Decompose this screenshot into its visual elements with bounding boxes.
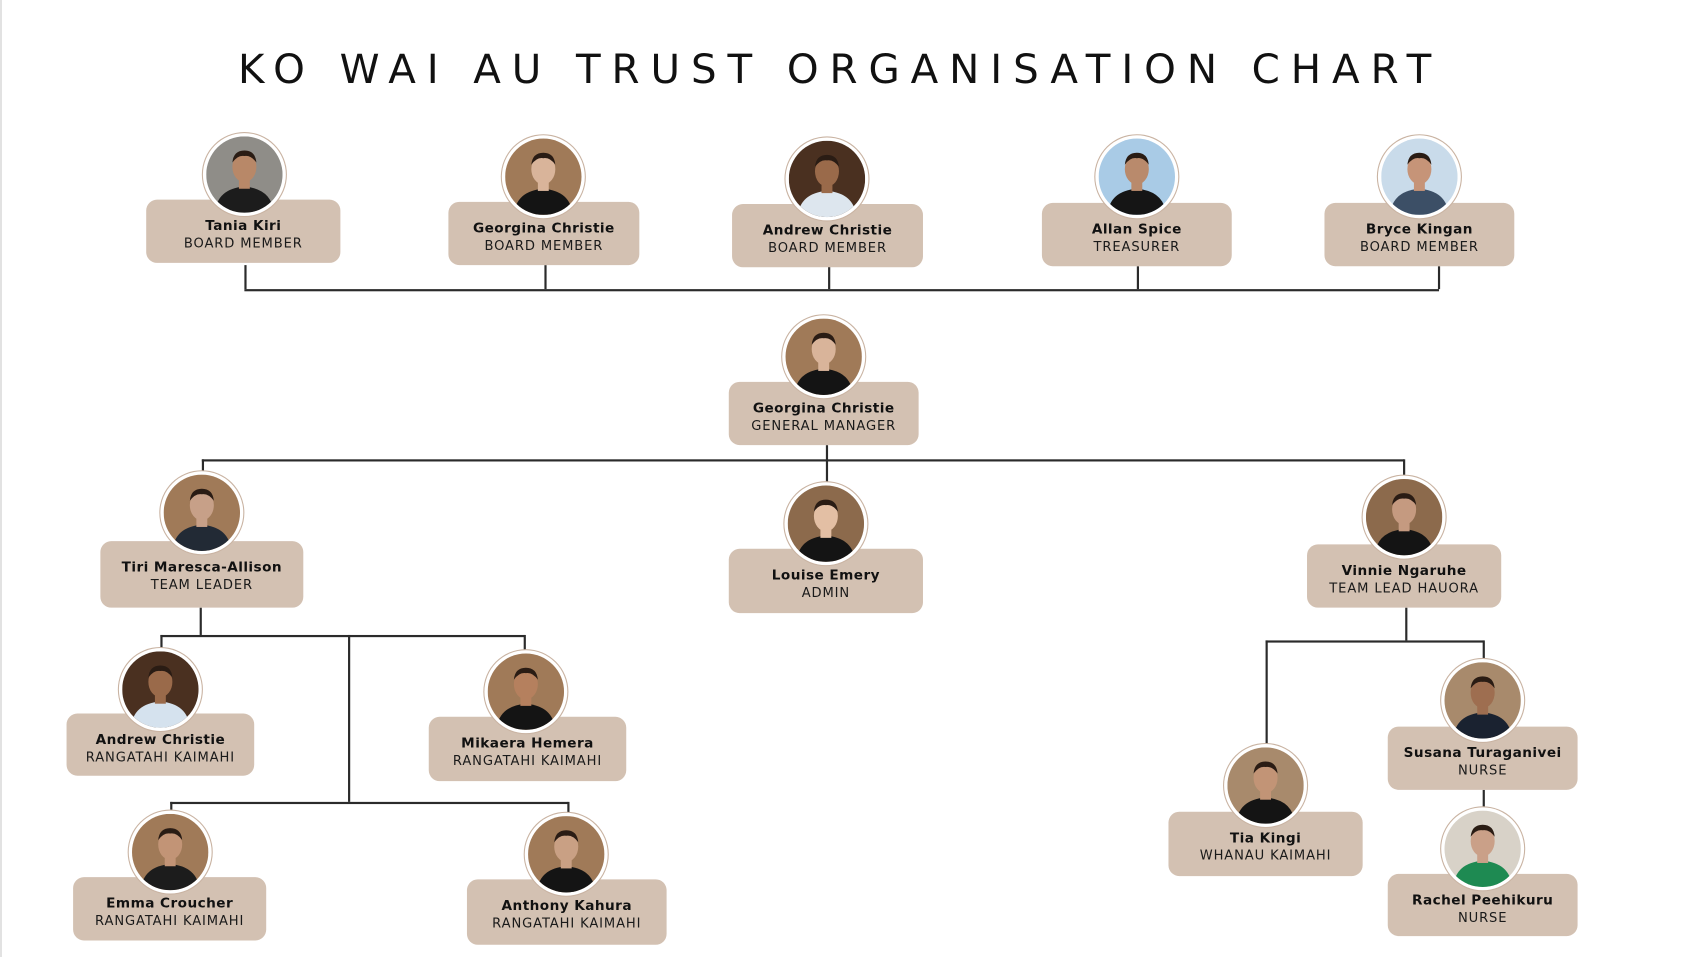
connector <box>1482 640 1485 661</box>
connector <box>1403 459 1405 477</box>
avatar-photo <box>202 133 286 217</box>
avatar-photo <box>1095 135 1179 219</box>
avatar-photo <box>1441 658 1525 742</box>
connector <box>201 459 1405 461</box>
person-name: Tania Kiri <box>205 217 282 234</box>
avatar-photo <box>782 315 866 399</box>
person-silhouette-icon <box>132 813 209 891</box>
avatar-photo <box>1377 135 1461 219</box>
person-name: Mikaera Hemera <box>461 734 594 751</box>
person-role: RANGATAHI KAIMAHI <box>95 913 245 929</box>
person-role: NURSE <box>1457 909 1508 926</box>
person-name: Louise Emery <box>771 566 880 583</box>
avatar-photo <box>524 812 608 896</box>
person-silhouette-icon <box>206 136 283 213</box>
connector <box>544 265 547 290</box>
person-silhouette-icon <box>1444 662 1521 739</box>
person-silhouette-icon <box>505 138 582 215</box>
person-role: TEAM LEADER <box>150 577 253 593</box>
person-name: Bryce Kingan <box>1365 220 1473 237</box>
connector <box>348 634 350 802</box>
avatar-photo <box>501 135 585 219</box>
person-silhouette-icon <box>1444 810 1521 887</box>
person-role: BOARD MEMBER <box>1359 238 1479 255</box>
connector <box>160 634 525 637</box>
person-role: NURSE <box>1457 762 1508 778</box>
connector <box>825 445 828 484</box>
connector <box>170 801 172 813</box>
person-name: Vinnie Ngaruhe <box>1341 561 1467 579</box>
person-role: ADMIN <box>801 584 851 601</box>
avatar-photo <box>1441 807 1525 891</box>
connector <box>1265 640 1484 643</box>
connector <box>244 265 247 290</box>
person-role: TREASURER <box>1093 238 1181 255</box>
person-name: Tia Kingi <box>1229 829 1302 846</box>
avatar-photo <box>484 650 568 734</box>
person-silhouette-icon <box>163 474 241 551</box>
chart-title: KO WAI AU TRUST ORGANISATION CHART <box>237 45 1443 93</box>
avatar-photo <box>128 810 212 894</box>
connector <box>1405 607 1407 641</box>
connector <box>160 634 163 652</box>
avatar-photo <box>784 482 868 566</box>
person-silhouette-icon <box>1098 138 1176 215</box>
person-role: BOARD MEMBER <box>768 240 887 256</box>
page-edge <box>0 0 2 957</box>
person-role: GENERAL MANAGER <box>751 417 897 434</box>
person-silhouette-icon <box>487 653 565 730</box>
person-name: Allan Spice <box>1091 220 1182 237</box>
connector <box>1482 789 1485 809</box>
person-name: Susana Turaganivei <box>1403 744 1562 761</box>
avatar-photo <box>160 471 244 555</box>
avatar-photo <box>1224 744 1308 827</box>
person-silhouette-icon <box>528 816 605 893</box>
person-silhouette-icon <box>122 651 199 728</box>
avatar-photo <box>1362 475 1446 559</box>
person-role: RANGATAHI KAIMAHI <box>85 749 235 765</box>
connector <box>1265 640 1268 746</box>
person-role: BOARD MEMBER <box>183 235 303 251</box>
connector <box>199 607 202 635</box>
person-name: Anthony Kahura <box>501 896 632 914</box>
person-silhouette-icon <box>788 140 866 218</box>
connector <box>170 801 569 804</box>
person-silhouette-icon <box>785 318 862 395</box>
person-name: Tiri Maresca-Allison <box>121 558 283 575</box>
connector <box>201 459 204 473</box>
person-name: Georgina Christie <box>752 399 895 416</box>
person-name: Georgina Christie <box>472 219 615 236</box>
person-role: TEAM LEAD HAUORA <box>1329 580 1479 596</box>
person-role: BOARD MEMBER <box>484 237 604 254</box>
connector <box>1437 266 1440 290</box>
avatar-photo <box>118 648 202 731</box>
connector <box>244 289 1440 291</box>
person-name: Andrew Christie <box>95 730 226 748</box>
connector <box>567 801 569 813</box>
person-role: RANGATAHI KAIMAHI <box>452 752 603 769</box>
person-name: Emma Croucher <box>106 894 234 911</box>
connector <box>523 634 526 652</box>
person-silhouette-icon <box>787 485 865 562</box>
person-silhouette-icon <box>1381 138 1458 215</box>
person-name: Andrew Christie <box>762 221 893 238</box>
person-name: Rachel Peehikuru <box>1412 891 1554 908</box>
person-silhouette-icon <box>1227 747 1304 824</box>
avatar-photo <box>785 137 869 221</box>
person-role: RANGATAHI KAIMAHI <box>492 915 642 931</box>
connector <box>828 266 830 290</box>
person-role: WHANAU KAIMAHI <box>1199 847 1332 863</box>
connector <box>1136 266 1139 290</box>
person-silhouette-icon <box>1365 478 1443 556</box>
